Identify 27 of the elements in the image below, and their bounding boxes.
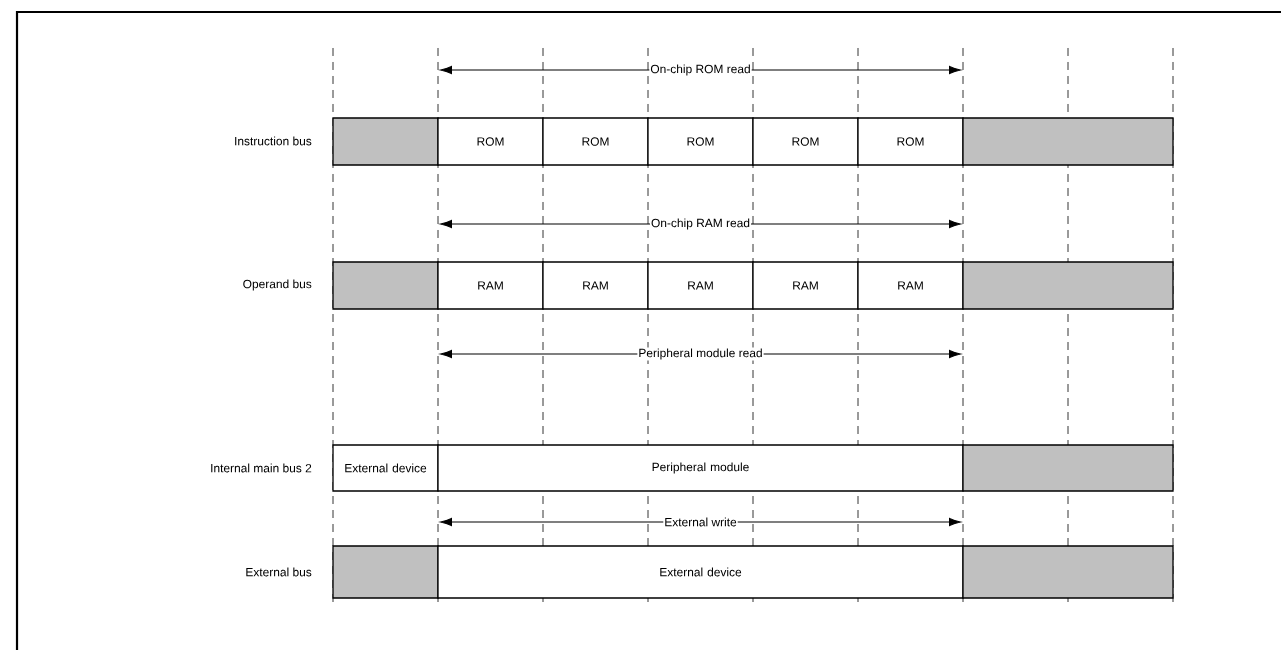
bus-cell: RAM bbox=[437, 261, 544, 310]
bus-cell: RAM bbox=[647, 261, 754, 310]
row-label: Instruction bus bbox=[235, 136, 312, 146]
span-label: Peripheral module read bbox=[637, 347, 764, 361]
idle-cell bbox=[332, 261, 439, 310]
row-label: External bus bbox=[246, 567, 312, 577]
bus-cell: ROM bbox=[647, 117, 754, 166]
bus-cell: ROM bbox=[752, 117, 859, 166]
bus-cell: ROM bbox=[437, 117, 544, 166]
bus-cell: External device bbox=[332, 444, 439, 492]
idle-cell bbox=[962, 545, 1174, 599]
idle-cell bbox=[962, 117, 1174, 166]
span-label: External write bbox=[663, 516, 738, 528]
row-label: Operand bus bbox=[243, 279, 312, 291]
bus-cell: RAM bbox=[857, 261, 964, 310]
idle-cell bbox=[332, 117, 439, 166]
bus-cell: ROM bbox=[857, 117, 964, 166]
bus-cell: RAM bbox=[542, 261, 649, 310]
span-label: On-chip ROM read bbox=[649, 63, 752, 77]
bus-cell: External device bbox=[437, 545, 964, 599]
bus-cell: ROM bbox=[542, 117, 649, 166]
idle-cell bbox=[962, 444, 1174, 492]
bus-cell: RAM bbox=[752, 261, 859, 310]
span-label: On-chip RAM read bbox=[650, 217, 751, 231]
row-label: Internal main bus 2 bbox=[211, 463, 312, 473]
idle-cell bbox=[962, 261, 1174, 310]
idle-cell bbox=[332, 545, 439, 599]
